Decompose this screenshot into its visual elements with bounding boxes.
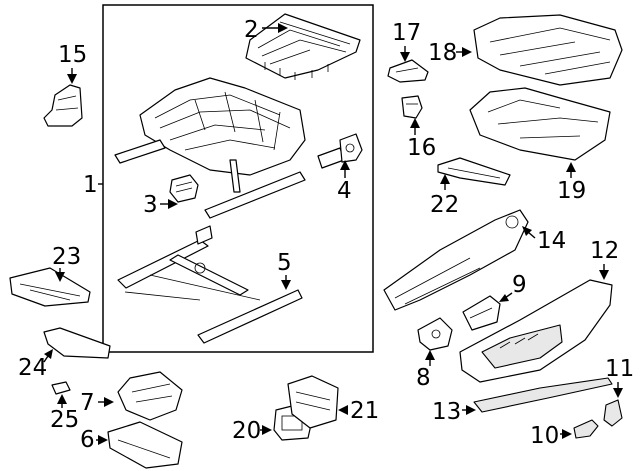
callout-3: 3	[143, 192, 158, 218]
part-16-clip[interactable]	[401, 95, 423, 119]
leader-17-arrow	[400, 52, 410, 62]
leader-9-arrow	[499, 294, 509, 302]
leader-19-arrow	[566, 162, 576, 172]
leader-14	[527, 231, 536, 239]
leader-12-arrow	[599, 270, 609, 280]
callout-4: 4	[337, 178, 352, 204]
callout-24: 24	[18, 355, 47, 381]
part-4-recliner-cylinder[interactable]	[317, 133, 363, 169]
part-23-bracket-plate[interactable]	[9, 267, 91, 307]
part-18-cushion-cover[interactable]	[473, 14, 623, 86]
leader-10-arrow	[562, 429, 572, 439]
callout-20: 20	[232, 418, 261, 444]
part-5-seat-track[interactable]	[117, 225, 303, 344]
part-15-side-shield[interactable]	[43, 84, 83, 127]
part-8-motor-bracket[interactable]	[417, 317, 453, 351]
callout-1: 1	[83, 172, 98, 198]
leader-25-arrow	[57, 394, 67, 404]
leader-18-arrow	[462, 47, 472, 57]
part-13-trim-molding[interactable]	[473, 377, 613, 413]
leader-8-arrow	[425, 350, 435, 360]
callout-12: 12	[590, 238, 619, 264]
leader-11-arrow	[613, 388, 623, 398]
part-3-adjuster-motor[interactable]	[169, 174, 199, 203]
leader-24-arrow	[44, 349, 53, 359]
leader-23-arrow	[55, 272, 65, 282]
callout-8: 8	[416, 365, 431, 391]
callout-19: 19	[557, 178, 586, 204]
leader-21-arrow	[338, 405, 348, 415]
callout-16: 16	[407, 135, 436, 161]
callout-15: 15	[58, 42, 87, 68]
leader-6-arrow	[98, 435, 108, 445]
callout-13: 13	[432, 399, 461, 425]
leader-15-arrow	[67, 74, 77, 84]
callout-5: 5	[277, 250, 292, 276]
callout-7: 7	[80, 390, 95, 416]
leader-2-arrow	[278, 23, 288, 33]
leader-7-arrow	[104, 397, 114, 407]
part-11-small-cover[interactable]	[603, 399, 623, 427]
callout-22: 22	[430, 192, 459, 218]
callout-10: 10	[530, 423, 559, 449]
part-2-seat-pan-support[interactable]	[245, 13, 361, 80]
callout-2: 2	[244, 17, 259, 43]
callout-9: 9	[512, 272, 527, 298]
part-1-seat-frame[interactable]	[114, 77, 306, 219]
part-17-bracket[interactable]	[387, 59, 429, 83]
part-19-cushion-pad[interactable]	[469, 87, 611, 161]
part-7-bracket-assembly[interactable]	[117, 371, 183, 421]
part-9-motor[interactable]	[462, 295, 501, 331]
part-25-small-clip[interactable]	[51, 381, 71, 395]
leader-14-arrow	[522, 226, 532, 236]
leader-13-arrow	[466, 405, 476, 415]
leader-16-arrow	[410, 118, 420, 128]
callout-21: 21	[350, 398, 379, 424]
assembly-frame-box	[102, 4, 374, 353]
part-10-small-cap[interactable]	[573, 419, 599, 439]
callout-23: 23	[52, 244, 81, 270]
part-21-module-brackets[interactable]	[287, 375, 339, 429]
leader-22-arrow	[440, 174, 450, 184]
leader-4-arrow	[340, 160, 350, 170]
callout-25: 25	[50, 407, 79, 433]
part-22-trim-strip[interactable]	[437, 157, 511, 186]
part-24-trim-piece[interactable]	[43, 327, 111, 359]
part-12-outer-side-shield[interactable]	[459, 279, 613, 383]
leader-24	[43, 355, 49, 363]
part-6-storage-tray[interactable]	[107, 421, 183, 469]
leader-5-arrow	[281, 280, 291, 290]
callout-6: 6	[80, 427, 95, 453]
callout-18: 18	[428, 40, 457, 66]
leader-3-arrow	[168, 199, 178, 209]
callout-17: 17	[392, 20, 421, 46]
leader-20-arrow	[262, 425, 272, 435]
callout-11: 11	[605, 356, 634, 382]
callout-14: 14	[537, 228, 566, 254]
part-14-side-bracket[interactable]	[383, 209, 529, 311]
